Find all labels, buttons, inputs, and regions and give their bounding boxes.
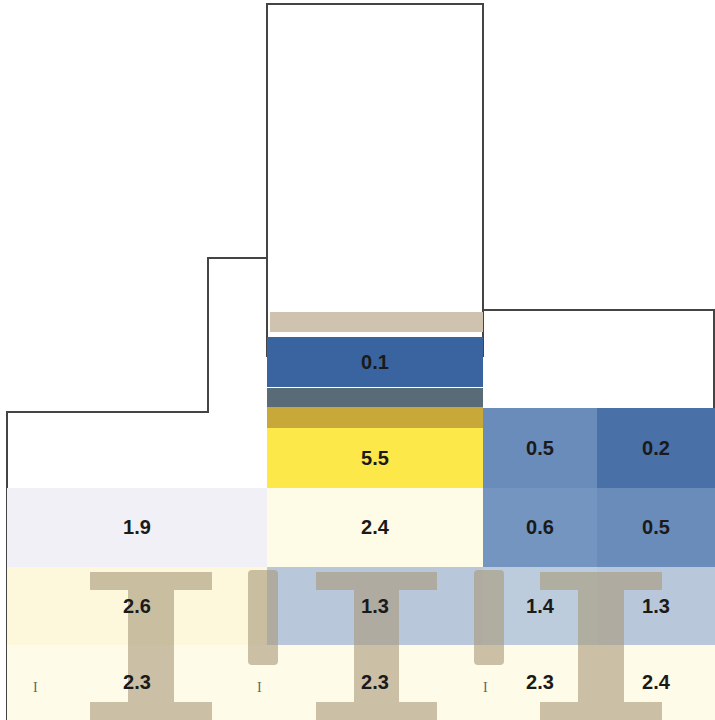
cell-value: 0.1 [361, 351, 389, 374]
beam-mark: I [257, 680, 262, 696]
value-cell: 0.6 [483, 488, 597, 567]
beam-mark: I [33, 680, 38, 696]
value-cell: 5.5 [267, 428, 483, 488]
cell-value: 0.5 [642, 516, 670, 539]
cell-value: 2.6 [123, 595, 151, 618]
cell-value: 0.6 [526, 516, 554, 539]
value-cell: 1.9 [7, 488, 267, 567]
value-cell: 2.6 [7, 567, 267, 645]
cell-value: 2.3 [361, 671, 389, 694]
cell-value: 2.3 [123, 671, 151, 694]
cell-value: 1.9 [123, 516, 151, 539]
value-cell: 1.3 [597, 567, 715, 645]
value-cell: 1.4 [483, 567, 597, 645]
cell-value: 2.4 [361, 516, 389, 539]
cell-value: 0.2 [642, 437, 670, 460]
cell-value: 0.5 [526, 437, 554, 460]
value-cell: 2.4 [597, 645, 715, 720]
cell-value: 1.3 [642, 595, 670, 618]
cell-value: 2.3 [526, 671, 554, 694]
cell-value: 1.3 [361, 595, 389, 618]
value-cell: 0.5 [483, 408, 597, 488]
value-cell: 1.3 [267, 567, 483, 645]
steel-beams [90, 570, 662, 720]
value-cell: 0.1 [267, 337, 483, 387]
value-cell: 2.4 [267, 488, 483, 567]
value-cell: 2.3 [483, 645, 597, 720]
cell-value: 2.4 [642, 671, 670, 694]
cell-value: 5.5 [361, 447, 389, 470]
value-cell: 2.3 [267, 645, 483, 720]
beam-mark: I [483, 680, 488, 696]
value-cell: 0.2 [597, 408, 715, 488]
value-cell: 0.5 [597, 488, 715, 567]
value-cell: 2.3 [7, 645, 267, 720]
cell-value: 1.4 [526, 595, 554, 618]
